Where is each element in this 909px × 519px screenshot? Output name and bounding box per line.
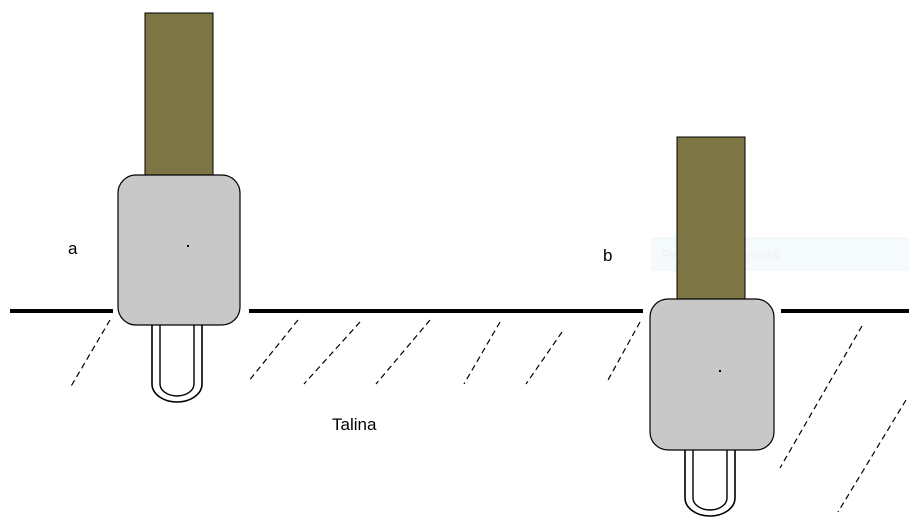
- soil-hatching: [69, 319, 907, 513]
- instrument-a-probe: [151, 322, 203, 403]
- instrument-a: [117, 12, 241, 403]
- instrument-b-body: [649, 298, 775, 451]
- label-ground: Talina: [332, 415, 377, 434]
- instrument-b-probe: [684, 445, 736, 517]
- instrument-a-body: [117, 174, 241, 326]
- instrument-b: [649, 136, 775, 517]
- instrument-b-handle: [676, 136, 746, 306]
- instrument-a-handle: [144, 12, 214, 177]
- label-b: b: [603, 246, 612, 265]
- label-a: a: [68, 239, 78, 258]
